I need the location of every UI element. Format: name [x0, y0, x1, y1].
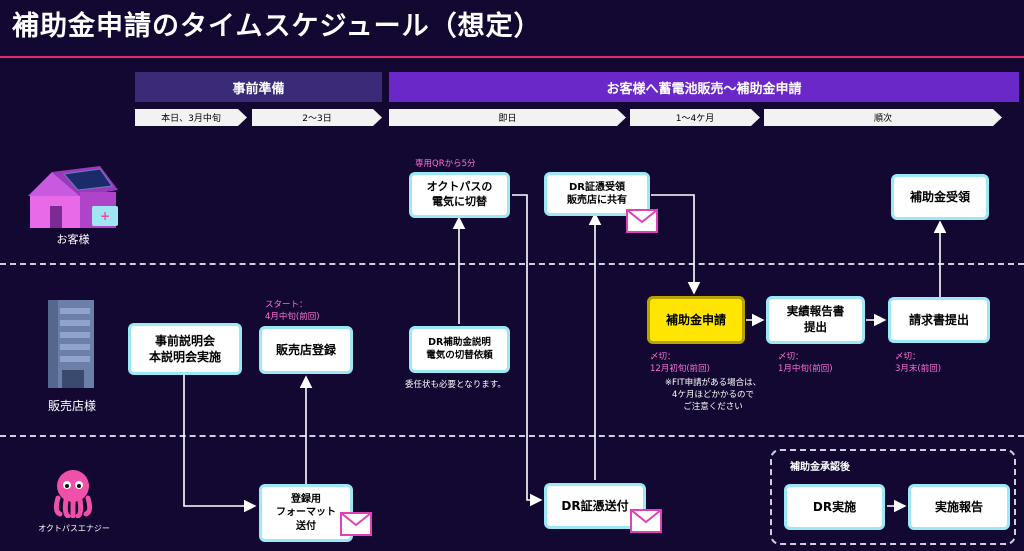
note-invoice-deadline: 〆切： 3月末(前回)	[895, 352, 942, 374]
title-divider	[0, 56, 1024, 58]
node-octopus-switch: オクトパスの 電気に切替	[409, 172, 510, 218]
node-execution-report: 実施報告	[908, 484, 1010, 530]
note-fit-warning: ※FIT申請がある場合は、 4ケ月ほどかかるので ご注意ください	[664, 378, 762, 412]
after-approval-group	[770, 449, 1016, 545]
after-approval-label: 補助金承認後	[790, 462, 850, 473]
svg-text:+: +	[100, 209, 110, 223]
node-pre-briefing: 事前説明会 本説明会実施	[128, 323, 242, 375]
node-subsidy-receipt: 補助金受領	[891, 174, 989, 220]
note-report-deadline: 〆切： 1月中旬(前回)	[778, 352, 833, 374]
page-title: 補助金申請のタイムスケジュール（想定）	[12, 11, 542, 42]
timeline-same-day: 即日	[389, 109, 626, 126]
note-application-deadline: 〆切： 12月初旬(前回)	[650, 352, 710, 374]
node-registration-format: 登録用 フォーマット 送付	[259, 484, 353, 542]
timeline-sequential: 順次	[764, 109, 1002, 126]
timeline-1-4-months: 1～4ケ月	[630, 109, 760, 126]
node-invoice-submission: 請求書提出	[888, 297, 990, 343]
phase-header-preparation: 事前準備	[135, 72, 382, 102]
node-dr-evidence-send: DR証憑送付	[544, 483, 646, 529]
note-start: スタート： 4月中旬(前回)	[265, 300, 320, 322]
timeline-today: 本日、3月中旬	[135, 109, 247, 126]
lane-label-dealer: 販売店様	[47, 399, 96, 413]
lane-label-octopus: オクトパスエナジー	[38, 524, 110, 533]
mail-icon	[626, 209, 658, 233]
mail-icon	[630, 509, 662, 533]
octopus-icon	[53, 470, 93, 518]
node-dr-subsidy-explanation: DR補助金説明 電気の切替依頼	[409, 326, 510, 373]
note-power-of-attorney: 委任状も必要となります。	[405, 380, 506, 390]
lane-label-customer: お客様	[56, 233, 90, 246]
note-qr-5min: 専用QRから5分	[415, 159, 476, 169]
lane-divider-1	[0, 263, 1024, 265]
node-dealer-registration: 販売店登録	[259, 326, 353, 374]
phase-header-sales: お客様へ蓄電池販売～補助金申請	[389, 72, 1019, 102]
node-dr-execution: DR実施	[784, 484, 885, 530]
house-icon: +	[28, 166, 118, 228]
building-icon	[48, 300, 94, 388]
node-performance-report: 実績報告書 提出	[766, 296, 865, 344]
lane-divider-2	[0, 435, 1024, 437]
timeline-2-3-days: 2～3日	[252, 109, 382, 126]
mail-icon	[340, 512, 372, 536]
node-subsidy-application: 補助金申請	[647, 296, 745, 344]
